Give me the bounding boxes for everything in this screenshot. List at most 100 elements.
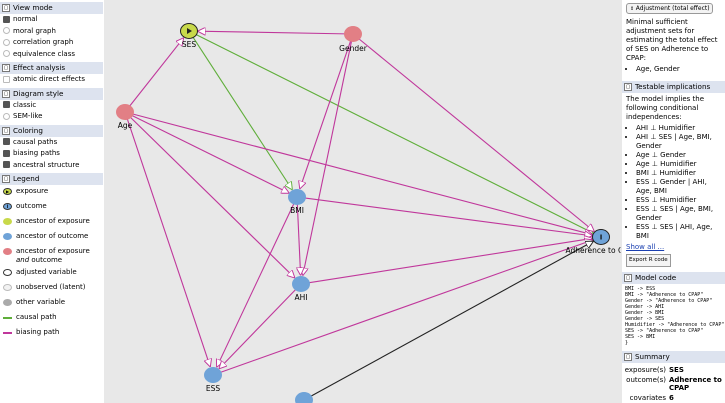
adjustment-panel: Minimal sufficient adjustment sets for e…	[622, 16, 725, 78]
export-r-code-button[interactable]: Export R code	[626, 254, 671, 267]
edge-age-to-ess[interactable]	[126, 118, 210, 367]
node-ahi[interactable]	[292, 276, 310, 292]
testable-header[interactable]: ▢Testable implications	[622, 81, 725, 93]
option-moral-graph[interactable]: moral graph	[0, 26, 103, 38]
node-age[interactable]	[116, 104, 134, 120]
edge-humidifier-to-outcome[interactable]	[310, 241, 594, 397]
effect-analysis-header[interactable]: ▢Effect analysis	[0, 62, 103, 74]
edge-gender-to-outcome[interactable]	[358, 38, 595, 232]
option-atomic-direct-effects[interactable]: atomic direct effects	[0, 74, 103, 86]
edge-age-to-ahi[interactable]	[129, 116, 295, 278]
option-normal[interactable]: normal	[0, 14, 103, 26]
node-outcome[interactable]	[592, 229, 610, 245]
coloring-header[interactable]: ▢Coloring	[0, 124, 103, 137]
legend-label: biasing path	[16, 328, 60, 336]
collapse-icon[interactable]: ▢	[624, 353, 632, 361]
adjustment-text: Minimal sufficient adjustment sets for e…	[626, 18, 718, 62]
edge-ses-to-bmi[interactable]	[192, 36, 292, 190]
checkbox[interactable]	[3, 138, 10, 145]
collapse-icon[interactable]: ▢	[2, 4, 10, 12]
edge-bmi-to-ahi[interactable]	[297, 204, 300, 275]
edge-bmi-to-ess[interactable]	[217, 203, 295, 368]
radio-button[interactable]	[3, 27, 10, 34]
implication-item: ESS ⊥ SES | AHI, Age, BMI	[636, 223, 721, 241]
edge-ahi-to-ess[interactable]	[219, 289, 297, 368]
option-ancestral-structure[interactable]: ancestral structure	[0, 160, 103, 172]
edge-ses-to-outcome[interactable]	[195, 33, 594, 234]
node-label-ahi: AHI	[294, 293, 308, 302]
diagram-style-header[interactable]: ▢Diagram style	[0, 87, 103, 100]
adjustment-sets-list: Age, Gender	[626, 65, 721, 74]
edge-bmi-to-outcome[interactable]	[304, 197, 592, 236]
collapse-icon[interactable]: ▢	[2, 175, 10, 183]
legend-item: causal path	[0, 311, 103, 326]
edge-age-to-bmi[interactable]	[131, 114, 290, 193]
collapse-icon[interactable]: ▢	[2, 64, 10, 72]
node-label-bmi: BMI	[290, 206, 304, 215]
node-bmi[interactable]	[288, 189, 306, 205]
right-panel: ⇕ Adjustment (total effect) Minimal suff…	[622, 0, 725, 403]
checkbox[interactable]	[3, 161, 10, 168]
effect-type-dropdown[interactable]: ⇕ Adjustment (total effect)	[626, 3, 713, 14]
option-label: ancestral structure	[13, 160, 80, 169]
effect-analysis-options: atomic direct effects	[0, 74, 103, 86]
implication-item: ESS ⊥ Humidifier	[636, 196, 721, 205]
effect-analysis-title: Effect analysis	[13, 63, 66, 72]
checkbox[interactable]	[3, 75, 10, 83]
collapse-icon[interactable]: ▢	[2, 126, 10, 135]
diagram-style-title: Diagram style	[13, 88, 64, 98]
nodes-layer: I	[116, 23, 610, 403]
implication-item: ESS ⊥ Gender | AHI, Age, BMI	[636, 178, 721, 196]
summary-header[interactable]: ▢Summary	[622, 351, 725, 363]
edge-age-to-ses[interactable]	[129, 38, 184, 107]
collapse-icon[interactable]: ▢	[2, 89, 10, 98]
coloring-title: Coloring	[13, 125, 43, 135]
option-causal-paths[interactable]: causal paths	[0, 137, 103, 149]
legend-item: ancestor of exposure	[0, 215, 103, 230]
option-label: causal paths	[13, 137, 58, 146]
radio-button[interactable]	[3, 112, 10, 120]
edge-gender-to-ahi[interactable]	[303, 41, 353, 275]
summary-row: outcome(s)Adherence to CPAP	[622, 375, 725, 393]
legend-item: ▶exposure	[0, 185, 103, 200]
legend-item: biasing path	[0, 326, 103, 341]
collapse-icon[interactable]: ▢	[624, 274, 632, 282]
node-humidifier[interactable]	[295, 392, 313, 403]
collapse-icon[interactable]: ▢	[624, 83, 632, 91]
node-gender[interactable]	[344, 26, 362, 42]
option-equivalence-class[interactable]: equivalence class	[0, 49, 103, 61]
radio-button[interactable]	[3, 50, 10, 57]
model-code-title: Model code	[635, 273, 677, 282]
causal-diagram[interactable]: I	[104, 0, 622, 403]
edge-ess-to-outcome[interactable]	[219, 240, 593, 374]
radio-button[interactable]	[3, 15, 10, 23]
node-label-outcome: Adherence to CPAP	[565, 246, 621, 255]
radio-button[interactable]	[3, 38, 10, 46]
node-ess[interactable]	[204, 367, 222, 383]
option-classic[interactable]: classic	[0, 100, 103, 112]
show-all-link[interactable]: Show all ...	[626, 243, 665, 251]
node-label-gender: Gender	[339, 44, 367, 53]
edge-gender-to-bmi[interactable]	[300, 40, 352, 189]
legend-header[interactable]: ▢Legend	[0, 173, 103, 185]
legend-label: outcome	[16, 202, 47, 210]
model-code-header[interactable]: ▢Model code	[622, 272, 725, 284]
radio-button[interactable]	[3, 101, 10, 108]
edge-gender-to-ses[interactable]	[197, 31, 346, 34]
edge-age-to-outcome[interactable]	[132, 113, 593, 235]
model-code-textarea[interactable]: BMI -> ESS BMI -> "Adherence to CPAP" Ge…	[625, 286, 725, 346]
diagram-canvas[interactable]: I SESGenderAgeBMIAHIESSHumidifierAdheren…	[104, 0, 622, 403]
legend-item: other variable	[0, 296, 103, 311]
edge-ahi-to-outcome[interactable]	[308, 238, 592, 284]
option-correlation-graph[interactable]: correlation graph	[0, 37, 103, 49]
option-biasing-paths[interactable]: biasing paths	[0, 148, 103, 160]
checkbox[interactable]	[3, 149, 10, 157]
option-SEM-like[interactable]: SEM-like	[0, 111, 103, 123]
view-mode-header[interactable]: ▢View mode	[0, 2, 103, 14]
dropdown-value: Adjustment (total effect)	[635, 5, 710, 12]
